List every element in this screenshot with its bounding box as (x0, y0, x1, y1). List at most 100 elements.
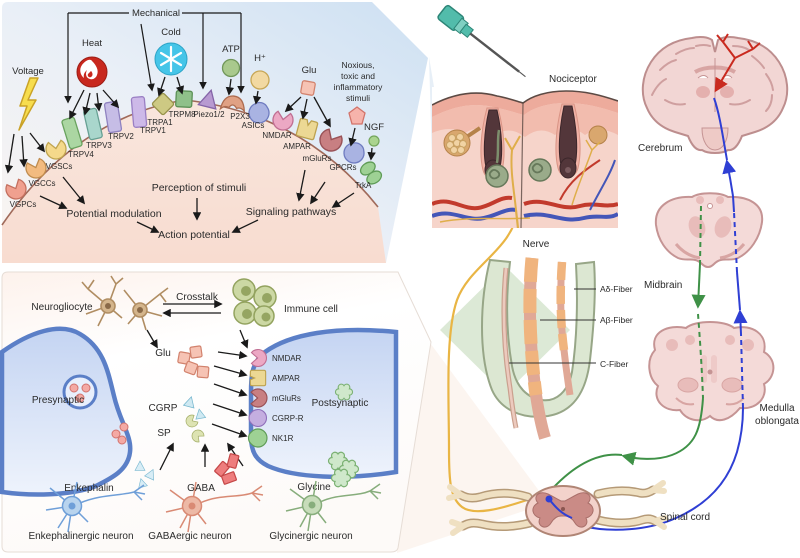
afferent-fiber-path (447, 209, 528, 513)
trpv3-label: TRPV3 (86, 141, 112, 150)
spinal-cord-section (446, 480, 668, 537)
skin-vessels (432, 159, 618, 222)
nerve-section: Aδ-Fiber Aβ-Fiber C-Fiber (481, 257, 633, 440)
ampar-label: AMPAR (283, 142, 311, 151)
presynaptic-label: Presynaptic (32, 395, 84, 406)
trpv1-icon (130, 95, 148, 129)
signaling-label: Signaling pathways (246, 206, 336, 218)
a-beta-fiber-label: Aβ-Fiber (600, 315, 633, 325)
enkephalin-label: Enkephalin (64, 483, 113, 494)
transduction-panel: VGPCs VGCCs VGSCs TRPV4 TRPV3 TRPV2 TRPV… (1, 2, 428, 263)
cerebrum-gyri (651, 44, 774, 112)
trka-label: TrkA (355, 181, 372, 190)
gpcr-label: GPCRs (329, 163, 356, 172)
medulla-section (648, 321, 775, 422)
svg-text:oblongata: oblongata (755, 416, 799, 427)
trpv2-label: TRPV2 (108, 132, 134, 141)
thalamus-left (696, 86, 710, 98)
colliculus-right (716, 196, 724, 204)
central-canal (561, 507, 565, 511)
cell-interior (2, 100, 386, 263)
skin-section (432, 87, 618, 228)
crosstalk-label: Crosstalk (176, 292, 219, 303)
sebaceous-gland-icon (443, 125, 608, 157)
receptor-labels: VGPCs VGCCs VGSCs TRPV4 TRPV3 TRPV2 TRPV… (10, 110, 372, 209)
mediators: Glu CGRP SP (149, 345, 248, 471)
trpv4-label: TRPV4 (68, 150, 94, 159)
peduncle-right (719, 243, 746, 260)
a-delta-fiber-label: Aδ-Fiber (600, 284, 633, 294)
svg-text:inflammatory: inflammatory (334, 82, 383, 92)
svg-text:toxic and: toxic and (341, 71, 375, 81)
piezo-label: Piezo1/2 (193, 110, 225, 119)
trpm8-label: TRPM8 (168, 110, 196, 119)
mglur-label: mGluRs (303, 154, 332, 163)
cerebrum-label: Cerebrum (638, 143, 682, 154)
cgrp-label: CGRP (149, 403, 178, 414)
aqueduct (707, 203, 713, 209)
trpa1-icon (151, 92, 175, 116)
presynaptic-terminal: Presynaptic (0, 326, 133, 497)
midbrain-nucleus-right (714, 216, 732, 238)
p2x3-label: P2X3 (230, 112, 250, 121)
ngf-label: NGF (364, 122, 384, 133)
vesicle-contents (69, 383, 129, 445)
cortical-branches (714, 33, 761, 93)
outcome-arrows (39, 169, 355, 233)
modulation-label: Potential modulation (66, 208, 161, 220)
midbrain-section (654, 192, 764, 268)
c-fiber-label: C-Fiber (600, 359, 629, 369)
midbrain-label: Midbrain (644, 280, 682, 291)
trpa1-label: TRPA1 (147, 118, 173, 127)
trka-icon (359, 161, 383, 185)
sweat-gland-coils (485, 129, 552, 188)
svg-text:NMDAR: NMDAR (272, 354, 302, 363)
central-canal-medulla (707, 369, 713, 375)
neurogliocyte-label: Neurogliocyte (31, 302, 93, 313)
enkephalinergic-neuron-label: Enkephalinergic neuron (28, 531, 133, 542)
trpm8-icon (175, 90, 193, 108)
lightning-icon (18, 77, 39, 131)
trpv1-label: TRPV1 (140, 126, 166, 135)
colliculus-left (696, 196, 704, 204)
ventricle-left (697, 75, 709, 79)
spinal-roots (446, 480, 668, 536)
skin-fold-line (520, 102, 524, 228)
snowflake-icon (154, 42, 188, 76)
mechanical-bracket (64, 12, 245, 104)
svg-text:stimuli: stimuli (346, 93, 370, 103)
atp-label: ATP (222, 44, 240, 55)
glycinergic-neuron-label: Glycinergic neuron (269, 531, 352, 542)
glu-icon (300, 80, 316, 96)
gabaergic-neuron-label: GABAergic neuron (148, 531, 231, 542)
pyramid-left (701, 355, 707, 383)
heat-label: Heat (82, 38, 102, 49)
crosstalk-arrows (162, 299, 223, 318)
postsynaptic-terminal: Postsynaptic NMDAR AMPAR mGluRs CGRP-R N… (247, 327, 399, 480)
noxious-icon (348, 106, 366, 125)
synapse-panel: Neurogliocyte Crosstalk Immune cell Pres… (0, 271, 432, 553)
perception-label: Perception of stimuli (152, 182, 247, 194)
noxious-label: Noxious, toxic and inflammatory stimuli (334, 60, 383, 103)
stimulus-arrows (4, 76, 376, 174)
nmdar-label: NMDAR (262, 131, 292, 140)
mechanical-label: Mechanical (132, 8, 180, 19)
svg-text:NK1R: NK1R (272, 434, 294, 443)
enkephalinergic-neuron-icon (45, 481, 146, 533)
cgrpr-icon (248, 408, 268, 428)
nociceptor-label: Nociceptor (549, 74, 597, 85)
nk1r-icon (247, 428, 268, 448)
ampar-icon (295, 117, 319, 141)
atp-icon (221, 58, 241, 78)
a-delta-myelin (556, 261, 569, 351)
immune-cell-icon (232, 278, 277, 327)
cold-label: Cold (161, 27, 181, 38)
svg-text:AMPAR: AMPAR (272, 374, 300, 383)
proton-icon (250, 70, 270, 90)
cell-to-synapse-arrows (146, 329, 249, 349)
glu-label: Glu (302, 65, 317, 76)
vgpc-label: VGPCs (10, 200, 37, 209)
vgcc-label: VGCCs (28, 179, 55, 188)
